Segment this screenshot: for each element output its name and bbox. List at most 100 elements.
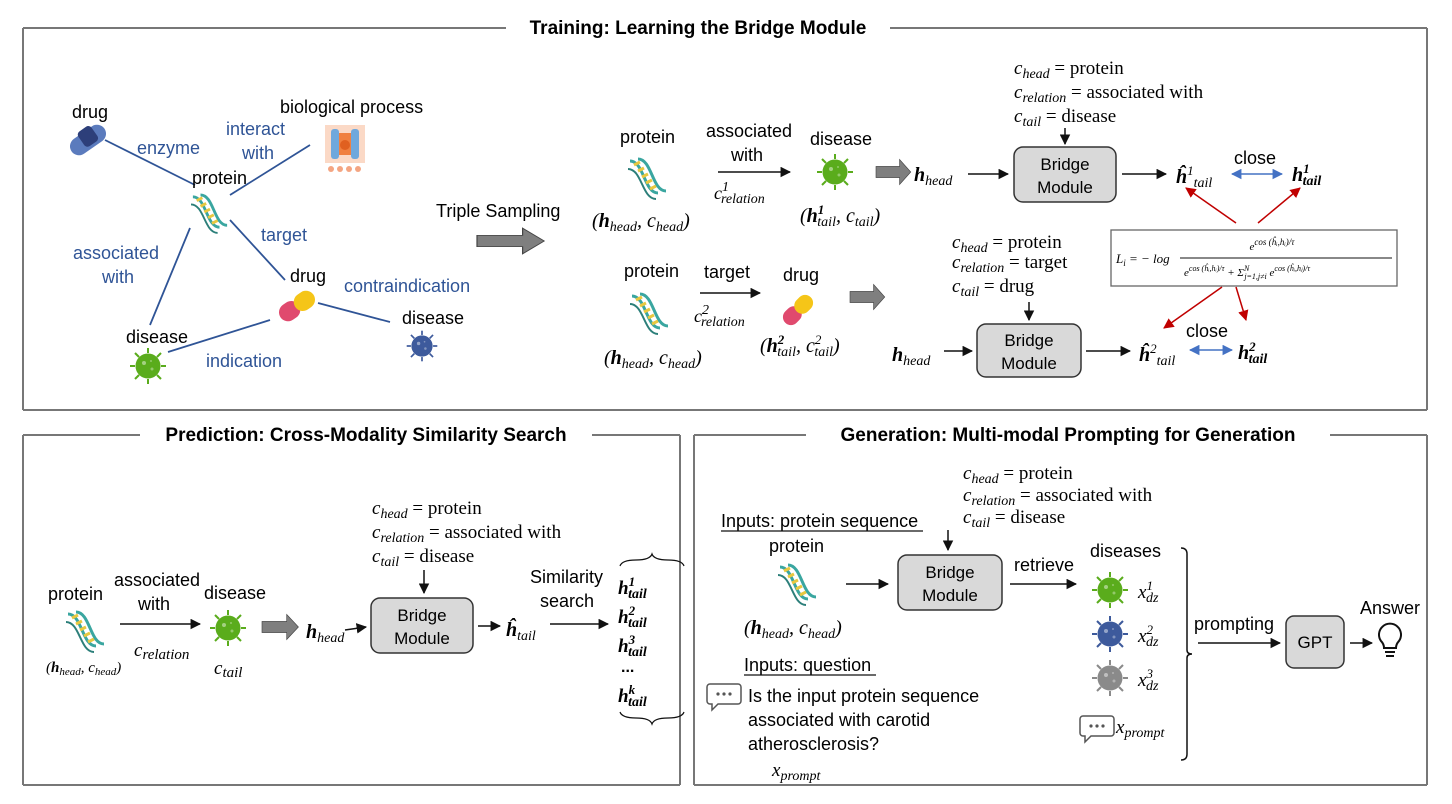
pred-protein-icon xyxy=(64,610,106,654)
edge-label-associated-with: with xyxy=(101,267,134,287)
membrane-protein-icon xyxy=(325,125,365,172)
contrastive-loss: Li = − log ecos (ĥᵢ,hᵢ)/τ ecos (ĥᵢ,hᵢ)/τ… xyxy=(1110,187,1398,329)
gen-cond-head: chead = protein xyxy=(963,463,1073,487)
triple1-block-arrow-icon xyxy=(875,159,912,185)
disease-green-icon xyxy=(129,347,167,385)
prediction-title: Prediction: Cross-Modality Similarity Se… xyxy=(165,425,566,446)
pred-hhat-tail: ĥtail xyxy=(506,617,536,644)
row2-close-label: close xyxy=(1186,321,1228,341)
edge-associated xyxy=(149,227,191,326)
edge-label-interact: interact xyxy=(226,119,285,139)
edge-label-enzyme: enzyme xyxy=(137,138,200,158)
pred-in-arrow xyxy=(344,623,368,634)
node-drug-top-label: drug xyxy=(72,102,108,122)
edge-label-interact-with: with xyxy=(241,143,274,163)
triple2-tail-label: drug xyxy=(783,265,819,285)
loss-arrow-to-hhat1 xyxy=(1185,187,1237,224)
pred-relation-b: with xyxy=(137,594,170,614)
row1-hhead: hhead xyxy=(914,164,953,189)
row2-hhead: hhead xyxy=(892,344,931,369)
generation-title: Generation: Multi-modal Prompting for Ge… xyxy=(841,425,1296,446)
triple2-protein-icon xyxy=(628,292,670,336)
bridge-module-2 xyxy=(976,323,1082,378)
cond2-tail: ctail = drug xyxy=(952,276,1035,300)
loss-arrow-to-h2 xyxy=(1235,286,1249,322)
gen-disease-gray-icon xyxy=(1091,659,1129,697)
gen-bridge-label-b: Module xyxy=(922,586,978,605)
gen-cond-relation: crelation = associated with xyxy=(963,485,1153,509)
edge-indication xyxy=(167,319,271,353)
row2-hhat-tail: ĥ2tail xyxy=(1139,341,1175,369)
pred-disease-icon xyxy=(209,609,247,647)
gen-question-line-2: associated with carotid xyxy=(748,710,930,730)
bridge-row-1: chead = protein crelation = associated w… xyxy=(914,58,1321,203)
pred-cond-relation: crelation = associated with xyxy=(372,522,562,546)
loss-arrow-to-hhat2 xyxy=(1163,286,1223,329)
triple1-disease-icon xyxy=(816,153,854,191)
gen-inputs-question: Inputs: question xyxy=(744,655,871,675)
lightbulb-icon xyxy=(1378,622,1402,657)
drug-pill-half-icon xyxy=(77,126,99,147)
bridge-module-1 xyxy=(1013,146,1117,203)
protein-dna-icon xyxy=(189,193,229,235)
triple1-head-tuple: (hhead, chead) xyxy=(592,210,690,235)
triple2-drug-capsule-icon xyxy=(782,294,814,326)
triple1-relation-a: associated xyxy=(706,121,792,141)
pred-head-label: protein xyxy=(48,584,103,604)
pred-cond-head: chead = protein xyxy=(372,498,482,522)
gen-right-brace xyxy=(1180,547,1193,761)
gen-protein-icon xyxy=(776,563,818,607)
edge-label-associated: associated xyxy=(73,243,159,263)
gen-diseases-label: diseases xyxy=(1090,541,1161,561)
triple2-relation: target xyxy=(704,262,750,282)
pred-hhead: hhead xyxy=(306,621,345,646)
loss-arrow-to-h1 xyxy=(1257,187,1301,224)
node-biological-process-label: biological process xyxy=(280,97,423,117)
cond2-head: chead = protein xyxy=(952,232,1062,256)
triple2-head-label: protein xyxy=(624,261,679,281)
generation-panel: Generation: Multi-modal Prompting for Ge… xyxy=(693,425,1428,786)
pred-bridge-label-a: Bridge xyxy=(397,606,446,625)
node-disease-left-label: disease xyxy=(126,327,188,347)
gen-gpt-box xyxy=(1285,615,1345,669)
training-title: Training: Learning the Bridge Module xyxy=(530,18,867,39)
gen-xprompt-right: xprompt xyxy=(1115,717,1165,741)
bridge2-label-a: Bridge xyxy=(1004,331,1053,350)
bridge1-label-a: Bridge xyxy=(1040,155,1089,174)
row1-hhat-tail: ĥ1tail xyxy=(1176,163,1212,191)
pred-tail-label: disease xyxy=(204,583,266,603)
gen-bridge-module xyxy=(897,554,1003,611)
gen-disease-blue-icon xyxy=(1091,615,1129,653)
pred-relation-a: associated xyxy=(114,570,200,590)
prediction-panel: Prediction: Cross-Modality Similarity Se… xyxy=(22,425,681,786)
loss-formula-lhs: Li = − log xyxy=(1115,251,1170,268)
triple1-relation-b: with xyxy=(730,145,763,165)
pred-brace-top xyxy=(619,552,685,567)
edge-contraindication xyxy=(317,302,391,323)
gen-prompting-label: prompting xyxy=(1194,614,1274,634)
gen-retrieve-label: retrieve xyxy=(1014,555,1074,575)
pred-ctail: ctail xyxy=(214,658,242,681)
triple2-head-tuple: (hhead, chead) xyxy=(604,347,702,372)
gen-question-line-1: Is the input protein sequence xyxy=(748,686,979,706)
pred-block-arrow-icon xyxy=(261,614,299,640)
edge-label-indication: indication xyxy=(206,351,282,371)
triple1-protein-icon xyxy=(626,157,668,201)
node-drug-mid-label: drug xyxy=(290,266,326,286)
generation-content: Inputs: protein sequence protein (hhead,… xyxy=(706,463,1420,784)
triple2-block-arrow-icon xyxy=(849,284,886,310)
gen-gpt-label: GPT xyxy=(1298,633,1333,652)
knowledge-graph: drug biological process protein enzyme i… xyxy=(66,97,470,385)
pred-bridge-module xyxy=(370,597,474,654)
pred-similarity-b: search xyxy=(540,591,594,611)
cond1-head: chead = protein xyxy=(1014,58,1124,82)
